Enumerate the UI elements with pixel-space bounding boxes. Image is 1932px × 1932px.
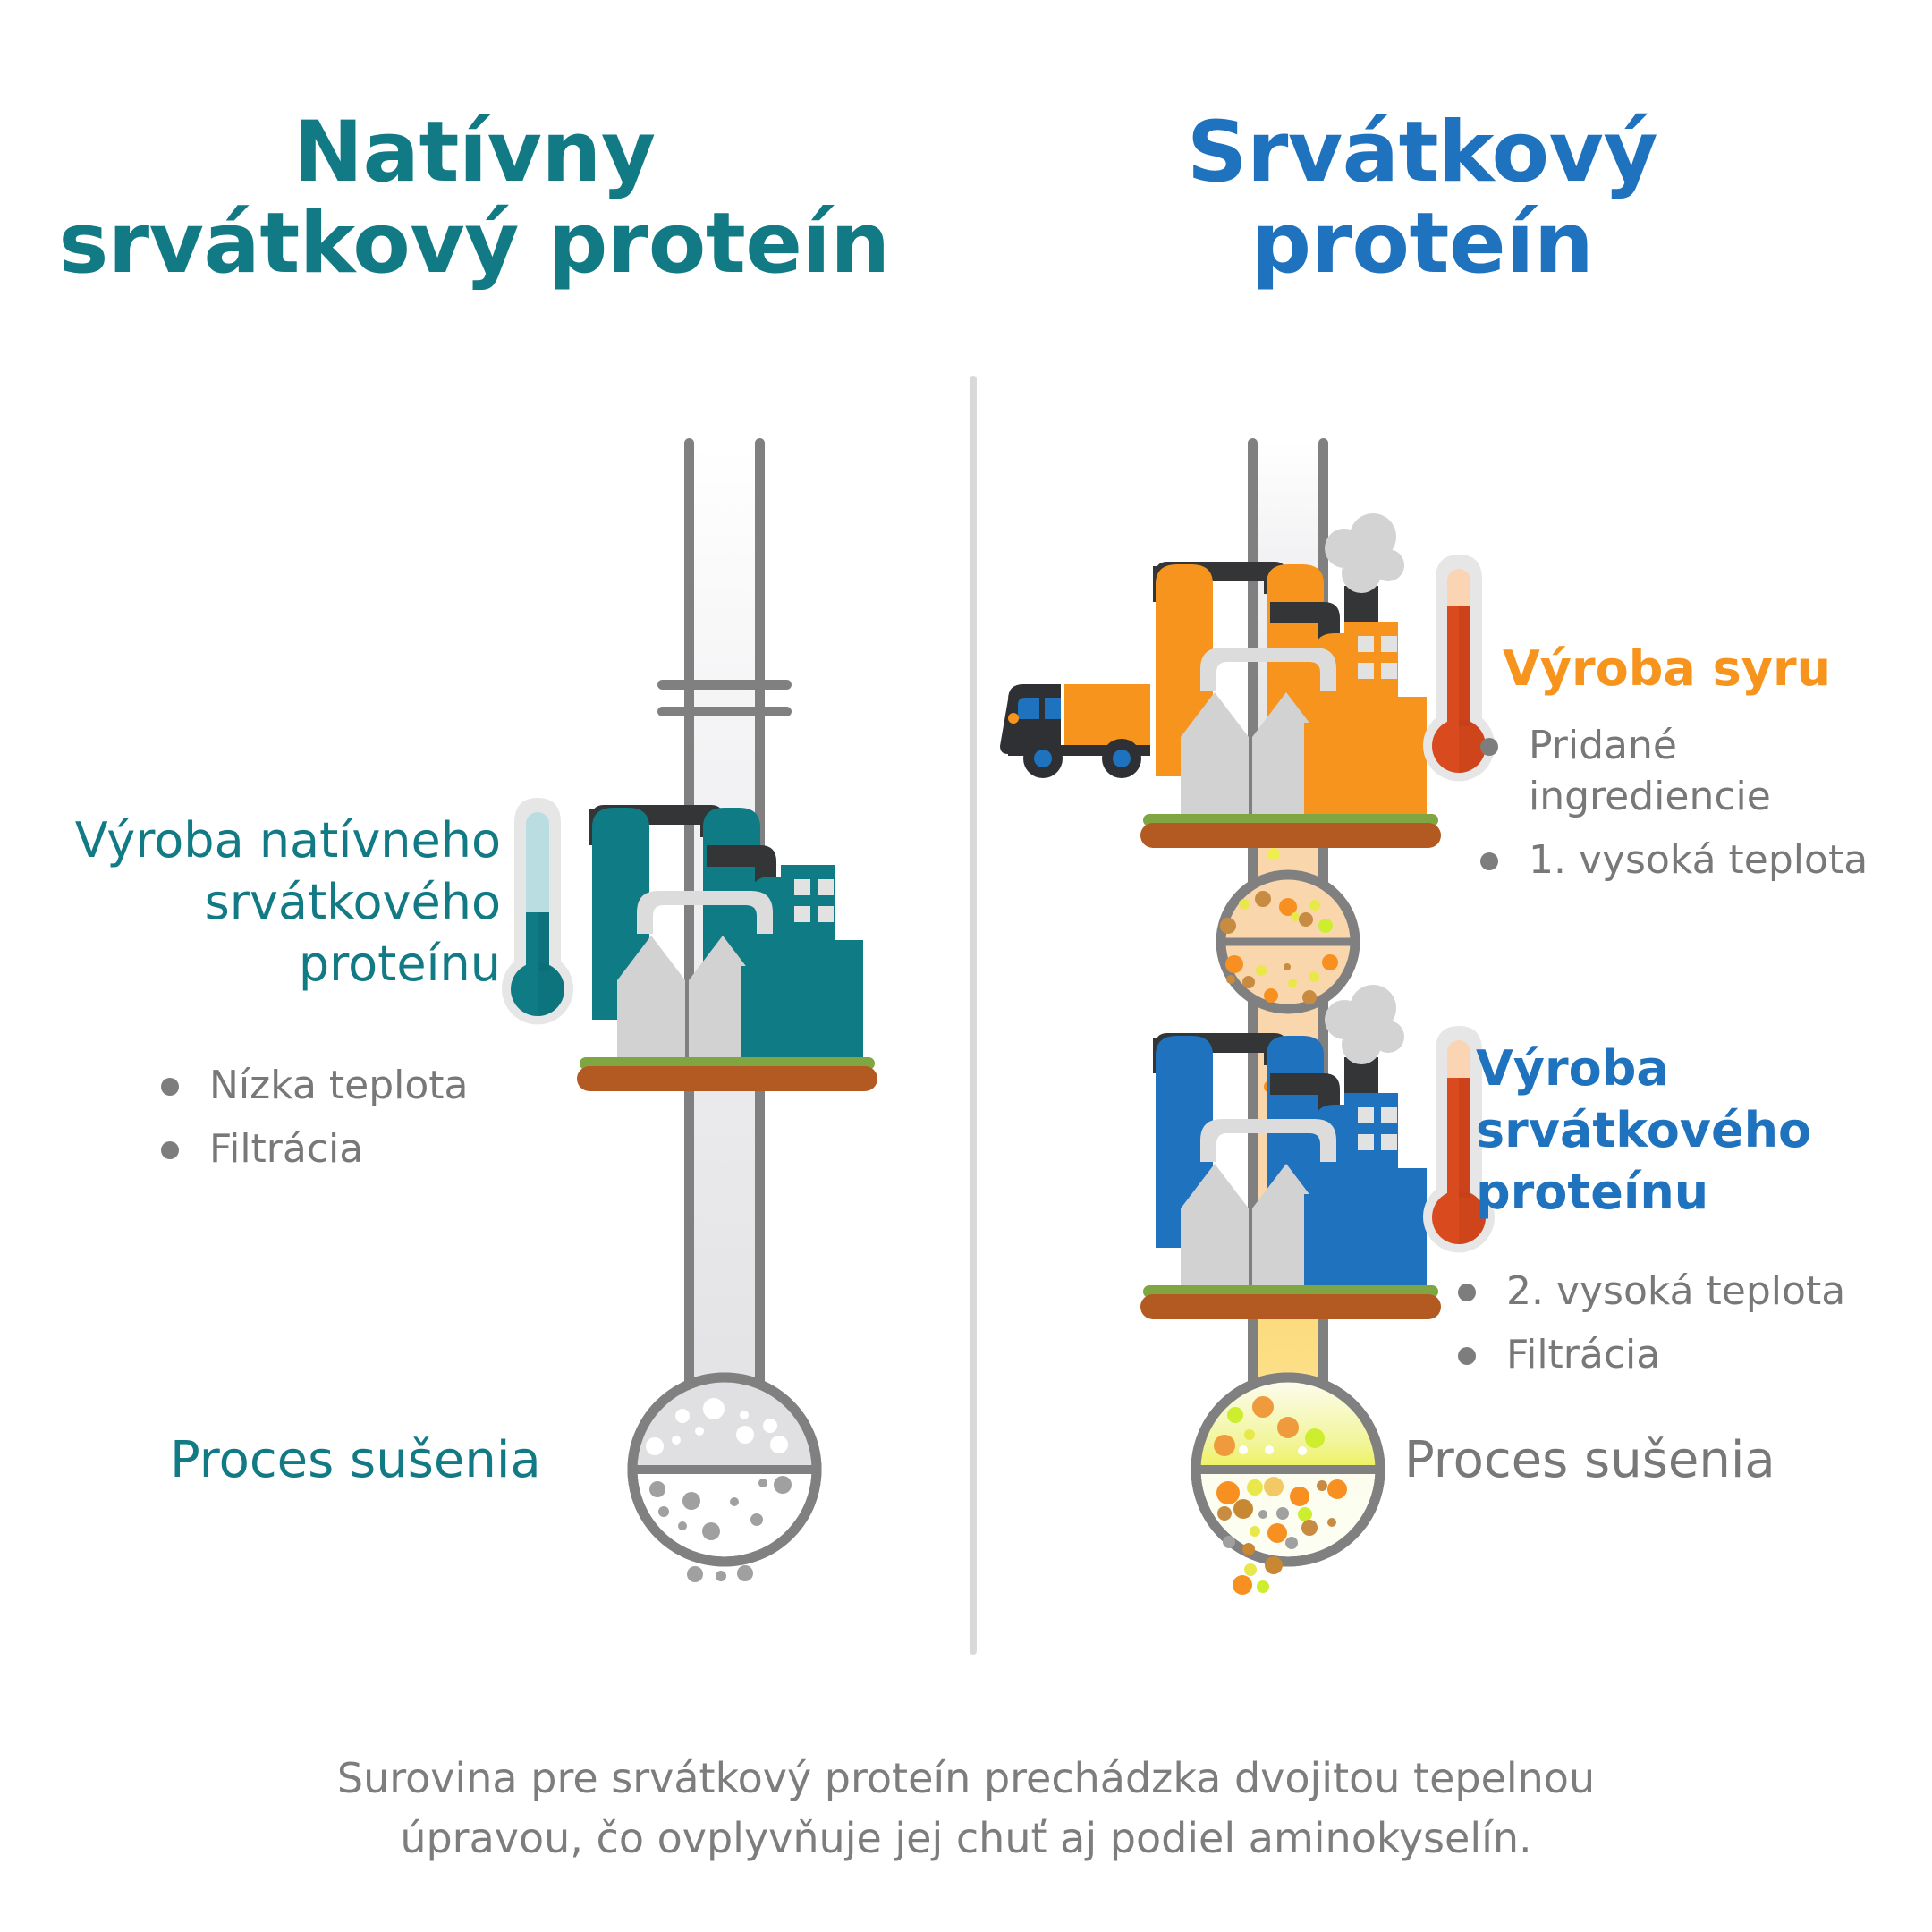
bullet-dot-icon	[161, 1078, 179, 1096]
right-step1-bullets: Pridané ingrediencie 1. vysoká teplota	[1480, 720, 1928, 899]
left-section-heading: Výroba natívneho srvátkového proteínu	[74, 812, 501, 993]
bullet-dot-icon	[1480, 738, 1498, 756]
smoke-icon	[1325, 513, 1404, 593]
drying-label-left: Proces sušenia	[170, 1431, 541, 1489]
list-item: Filtrácia	[161, 1123, 555, 1174]
list-item-label: Nízka teplota	[209, 1063, 469, 1108]
left-section-bullets: Nízka teplota Filtrácia	[161, 1060, 555, 1187]
list-item: Pridané ingrediencie	[1480, 720, 1928, 822]
right-step2-bullets: 2. vysoká teplota Filtrácia	[1458, 1266, 1932, 1393]
right-step2-heading: Výroba srvátkového proteínu	[1476, 1040, 1812, 1221]
bullet-dot-icon	[161, 1141, 179, 1160]
list-item-label: Filtrácia	[209, 1126, 364, 1173]
factory-icon-blue	[1140, 985, 1441, 1319]
thermometer-icon-whey	[1423, 1026, 1496, 1253]
bullet-dot-icon	[1458, 1284, 1476, 1301]
list-item: Filtrácia	[1458, 1329, 1932, 1380]
drying-sphere-icon-left	[627, 1372, 822, 1582]
truck-icon	[1000, 684, 1150, 778]
list-item: Nízka teplota	[161, 1060, 555, 1111]
footer-caption: Surovina pre srvátkový proteín prechádzk…	[336, 1754, 1596, 1862]
bullet-dot-icon	[1480, 852, 1498, 871]
drying-sphere-icon-right	[1191, 1372, 1385, 1595]
bullet-dot-icon	[1458, 1347, 1476, 1366]
separator-sphere-icon	[1216, 869, 1360, 1014]
list-item-label: Pridané ingrediencie	[1529, 723, 1771, 820]
right-step1-heading: Výroba syru	[1503, 640, 1832, 697]
list-item: 2. vysoká teplota	[1458, 1266, 1932, 1317]
list-item: 1. vysoká teplota	[1480, 835, 1928, 886]
vertical-divider	[970, 376, 977, 1655]
list-item-label: 1. vysoká teplota	[1529, 837, 1868, 884]
page-title-left: Natívny srvátkový proteín	[58, 104, 890, 292]
list-item-label: Filtrácia	[1506, 1332, 1661, 1378]
factory-icon-teal	[577, 805, 877, 1091]
thermometer-icon-left	[502, 798, 573, 1025]
list-item-label: 2. vysoká teplota	[1506, 1268, 1846, 1314]
smoke-icon	[1325, 985, 1404, 1064]
drying-label-right: Proces sušenia	[1404, 1431, 1775, 1489]
thermometer-icon-cheese	[1423, 555, 1496, 782]
factory-icon-orange	[1140, 513, 1441, 848]
page-title-right: Srvátkový proteín	[1186, 104, 1658, 292]
